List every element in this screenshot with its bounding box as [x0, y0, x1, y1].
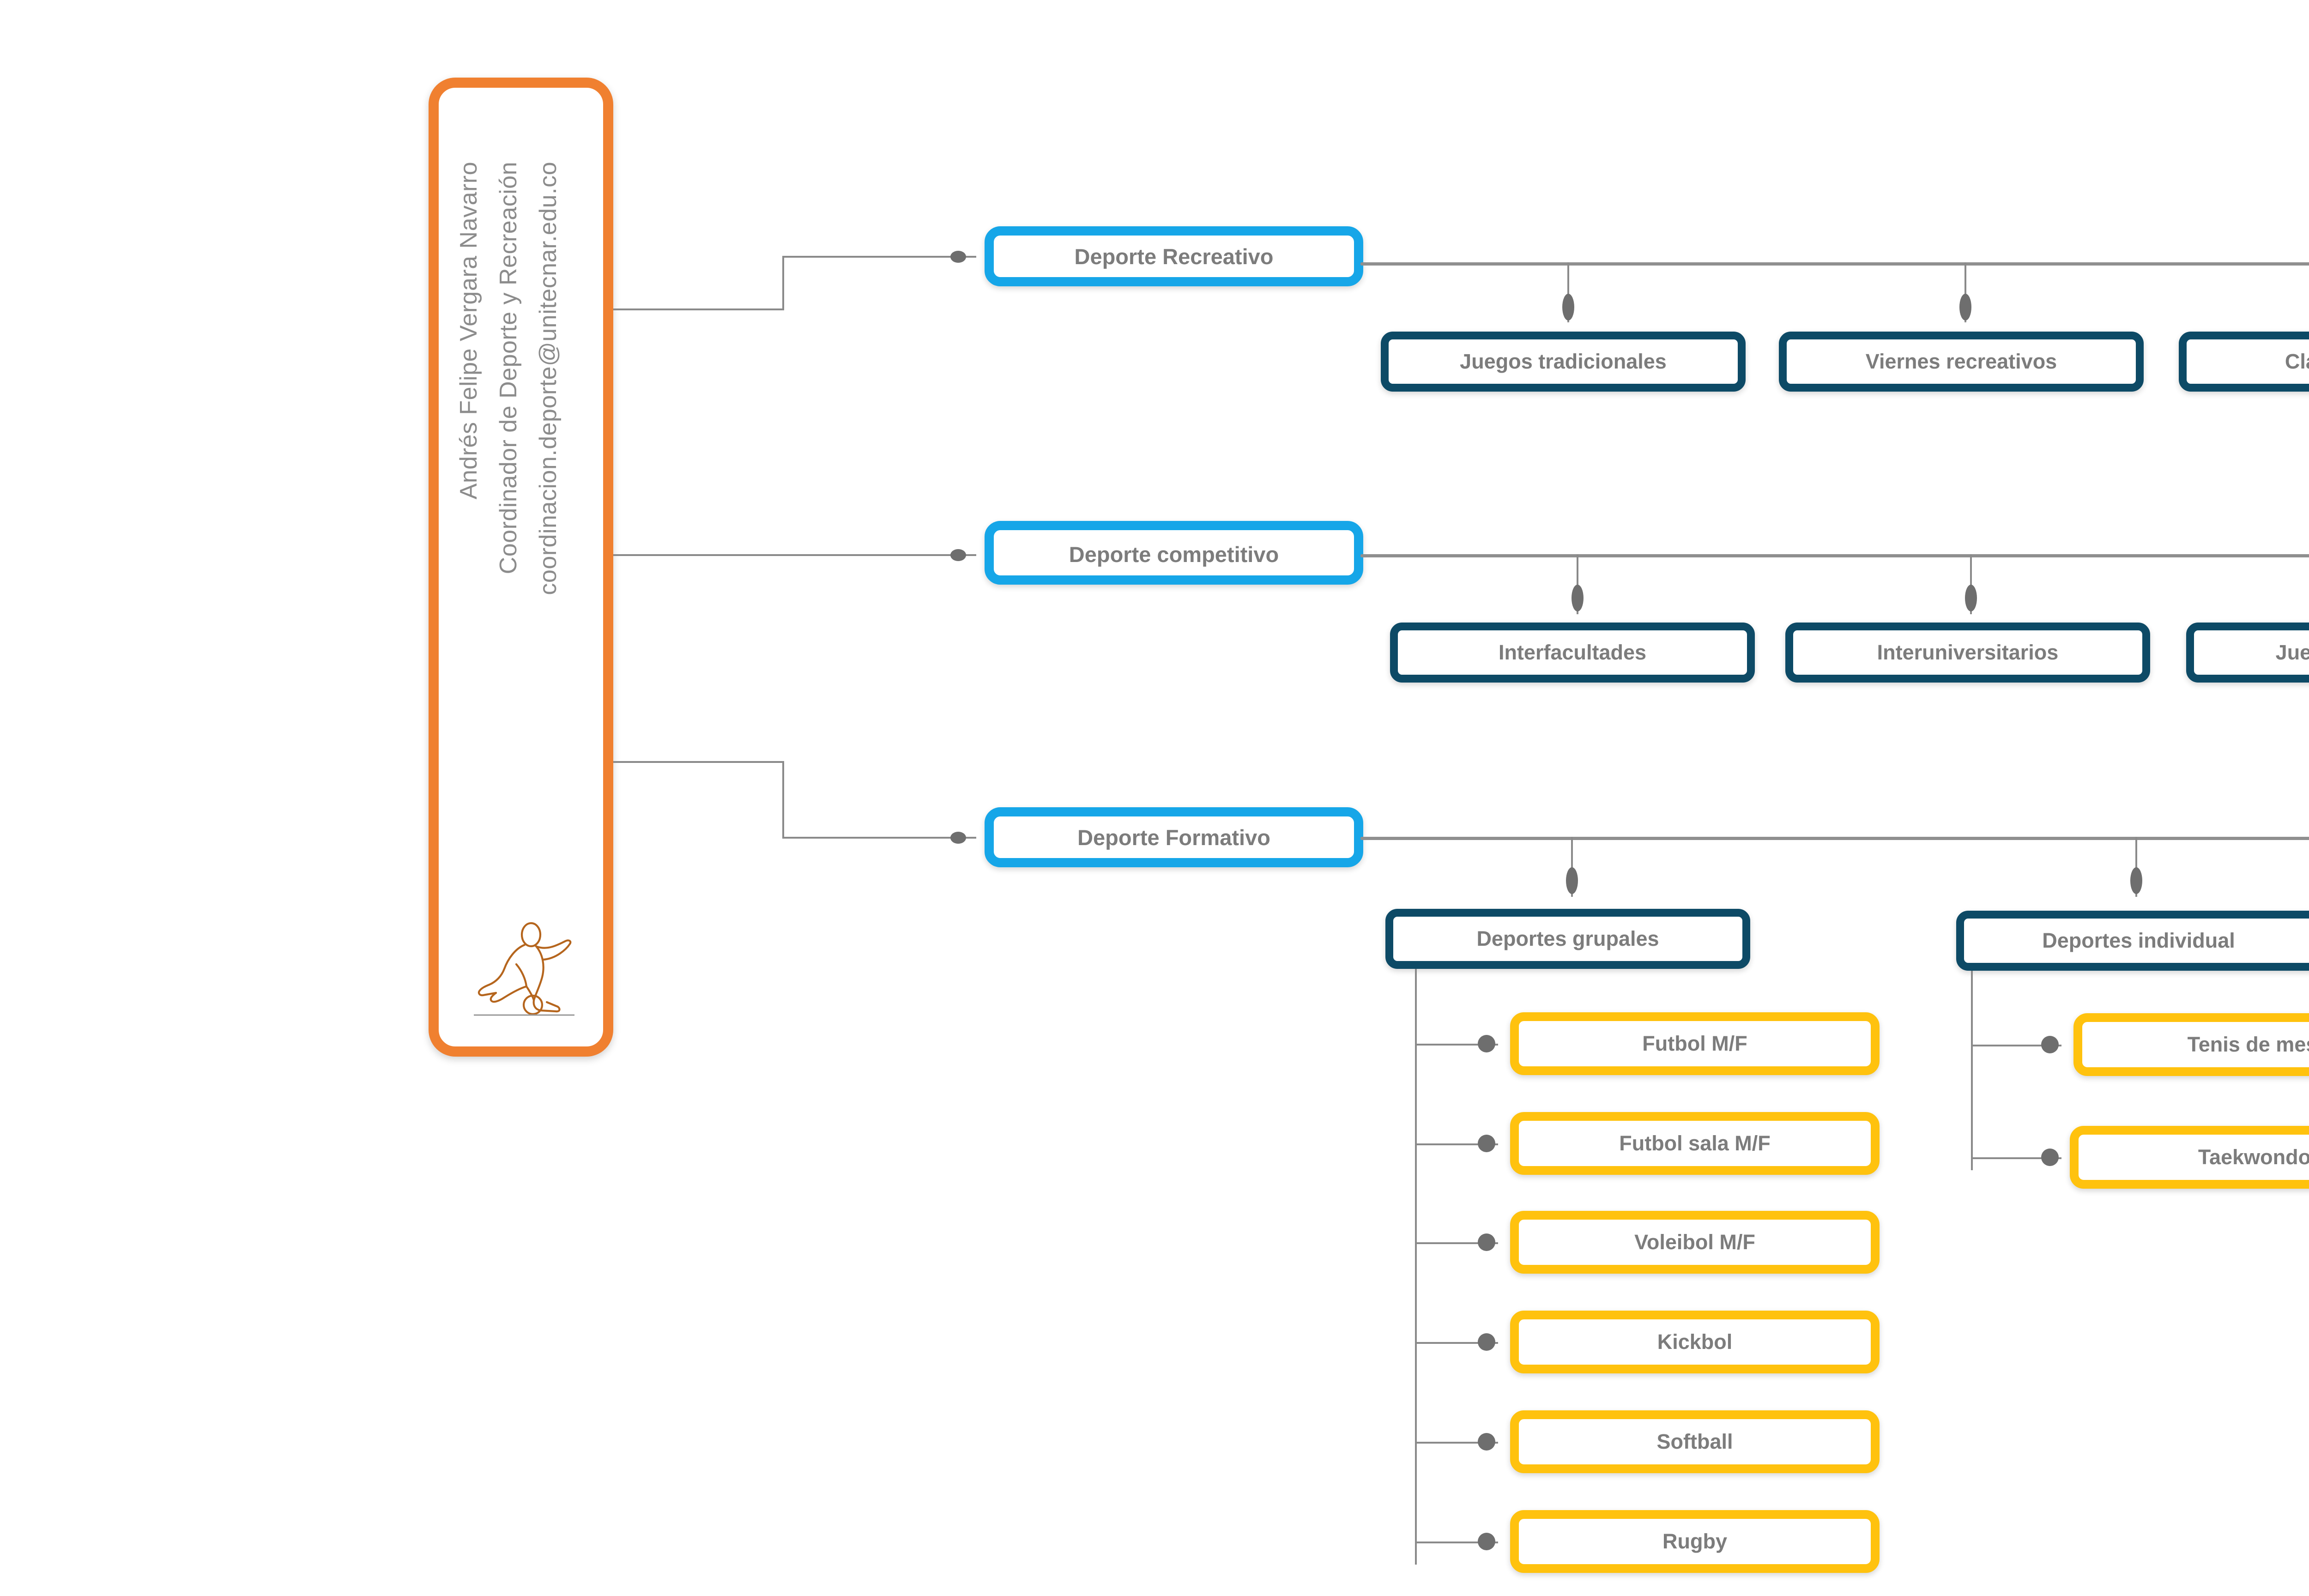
branch-node-competitivo[interactable]: Deporte competitivo — [985, 521, 1363, 585]
branch-label: Deporte competitivo — [1069, 542, 1279, 567]
child-label: Deportes individual — [2042, 929, 2235, 952]
child-node[interactable]: Viernes recreativos — [1779, 332, 2144, 392]
connector-dot-competitivo — [950, 549, 966, 561]
branch-dot-grupales-3 — [1478, 1233, 1495, 1251]
drop-competitivo-1 — [1577, 554, 1578, 614]
branch-individual-2 — [1971, 1157, 2061, 1159]
connector-root-recreativo-c — [782, 256, 976, 258]
child-label: Juegos nacionales — [2275, 641, 2309, 664]
connector-root-formativo-a — [613, 761, 784, 763]
root-card[interactable]: Andrés Felipe Vergara Navarro Coordinado… — [429, 78, 613, 1057]
branch-node-formativo[interactable]: Deporte Formativo — [985, 807, 1363, 867]
leaf-node[interactable]: Taekwondo — [2070, 1126, 2309, 1189]
child-node[interactable]: Deportes grupales — [1385, 909, 1750, 969]
branch-individual-1 — [1971, 1045, 2061, 1046]
connector-root-competitivo — [613, 554, 976, 556]
connector-root-recreativo-a — [613, 308, 784, 310]
bus-competitivo — [1360, 554, 2309, 557]
spine-individual — [1971, 971, 1973, 1170]
leaf-label: Voleibol M/F — [1634, 1230, 1755, 1254]
child-node[interactable]: Juegos tradicionales — [1381, 332, 1746, 392]
drop-recreativo-2 — [1964, 262, 1966, 322]
branch-dot-grupales-2 — [1478, 1135, 1495, 1152]
branch-dot-grupales-5 — [1478, 1433, 1495, 1451]
child-node[interactable]: Clases abiertas — [2179, 332, 2309, 392]
branch-grupales-1 — [1415, 1044, 1498, 1046]
drop-dot-recreativo-2 — [1959, 294, 1971, 320]
child-label: Deportes grupales — [1476, 927, 1659, 950]
spine-grupales — [1415, 969, 1417, 1565]
branch-dot-individual-2 — [2041, 1149, 2059, 1166]
branch-grupales-6 — [1415, 1542, 1498, 1543]
leaf-label: Kickbol — [1657, 1330, 1733, 1354]
branch-grupales-5 — [1415, 1442, 1498, 1444]
branch-dot-grupales-4 — [1478, 1333, 1495, 1351]
leaf-node[interactable]: Futbol sala M/F — [1510, 1112, 1880, 1175]
branch-dot-grupales-6 — [1478, 1533, 1495, 1550]
leaf-node[interactable]: Tenis de mesa — [2073, 1013, 2309, 1076]
leaf-node[interactable]: Voleibol M/F — [1510, 1211, 1880, 1274]
connector-root-formativo-b — [782, 761, 784, 839]
leaf-label: Futbol sala M/F — [1619, 1131, 1771, 1155]
branch-grupales-4 — [1415, 1342, 1498, 1344]
leaf-label: Taekwondo — [2198, 1145, 2309, 1169]
connector-root-formativo-c — [782, 837, 976, 839]
child-label: Interuniversitarios — [1877, 641, 2059, 664]
child-label: Viernes recreativos — [1865, 350, 2057, 373]
leaf-label: Rugby — [1662, 1530, 1727, 1553]
drop-dot-competitivo-2 — [1965, 585, 1977, 611]
branch-grupales-2 — [1415, 1143, 1498, 1145]
child-node[interactable]: Deportes individual — [1956, 911, 2309, 971]
leaf-label: Softball — [1656, 1430, 1733, 1453]
soccer-player-icon — [465, 914, 581, 1030]
connector-dot-formativo — [950, 832, 966, 844]
child-node[interactable]: Interfacultades — [1390, 623, 1755, 683]
child-label: Clases abiertas — [2285, 350, 2309, 373]
child-node[interactable]: Interuniversitarios — [1785, 623, 2150, 683]
child-node[interactable]: Juegos nacionales — [2186, 623, 2309, 683]
branch-dot-individual-1 — [2041, 1036, 2059, 1053]
drop-formativo-2 — [2135, 837, 2137, 897]
bus-recreativo — [1360, 262, 2309, 266]
connector-root-recreativo-b — [782, 256, 784, 310]
leaf-label: Futbol M/F — [1642, 1032, 1747, 1055]
bus-formativo — [1360, 837, 2309, 840]
connector-dot-recreativo — [950, 251, 966, 263]
leaf-node[interactable]: Softball — [1510, 1410, 1880, 1473]
child-label: Juegos tradicionales — [1460, 350, 1667, 373]
drop-formativo-1 — [1571, 837, 1573, 897]
drop-competitivo-2 — [1970, 554, 1972, 614]
leaf-node[interactable]: Futbol M/F — [1510, 1012, 1880, 1075]
root-name: Andrés Felipe Vergara Navarro — [455, 162, 482, 500]
root-email: coordinacion.deporte@unitecnar.edu.co — [535, 162, 562, 595]
drop-dot-formativo-2 — [2130, 867, 2142, 894]
root-role: Coordinador de Deporte y Recreación — [495, 162, 522, 574]
drop-recreativo-1 — [1567, 262, 1569, 322]
branch-dot-grupales-1 — [1478, 1035, 1495, 1052]
leaf-node[interactable]: Rugby — [1510, 1510, 1880, 1573]
branch-label: Deporte Formativo — [1077, 825, 1270, 850]
branch-node-recreativo[interactable]: Deporte Recreativo — [985, 226, 1363, 286]
drop-dot-recreativo-1 — [1562, 294, 1574, 320]
branch-label: Deporte Recreativo — [1074, 244, 1274, 269]
drop-dot-competitivo-1 — [1572, 585, 1584, 611]
branch-grupales-3 — [1415, 1242, 1498, 1244]
leaf-node[interactable]: Kickbol — [1510, 1311, 1880, 1373]
leaf-label: Tenis de mesa — [2187, 1033, 2309, 1056]
child-label: Interfacultades — [1498, 641, 1647, 664]
drop-dot-formativo-1 — [1566, 867, 1578, 894]
